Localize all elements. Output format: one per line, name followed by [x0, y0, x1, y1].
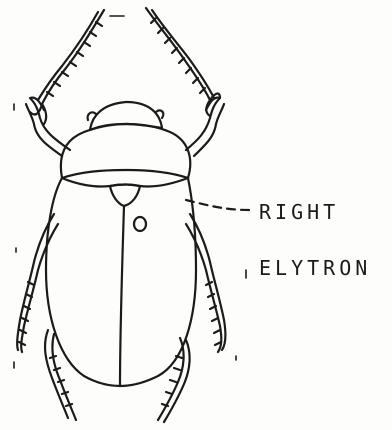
leader-line	[186, 200, 250, 210]
hind-legs	[45, 330, 190, 422]
scutellum	[110, 185, 140, 207]
label-right: RIGHT	[259, 200, 339, 224]
elytral-suture	[120, 206, 124, 386]
scan-specks	[14, 16, 246, 368]
elytra	[46, 178, 196, 386]
front-legs	[26, 98, 224, 156]
right-antenna	[146, 8, 220, 116]
label-elytron: ELYTRON	[259, 256, 371, 280]
left-antenna	[30, 10, 104, 124]
pronotum	[61, 124, 190, 178]
elytron-spot	[134, 217, 146, 231]
